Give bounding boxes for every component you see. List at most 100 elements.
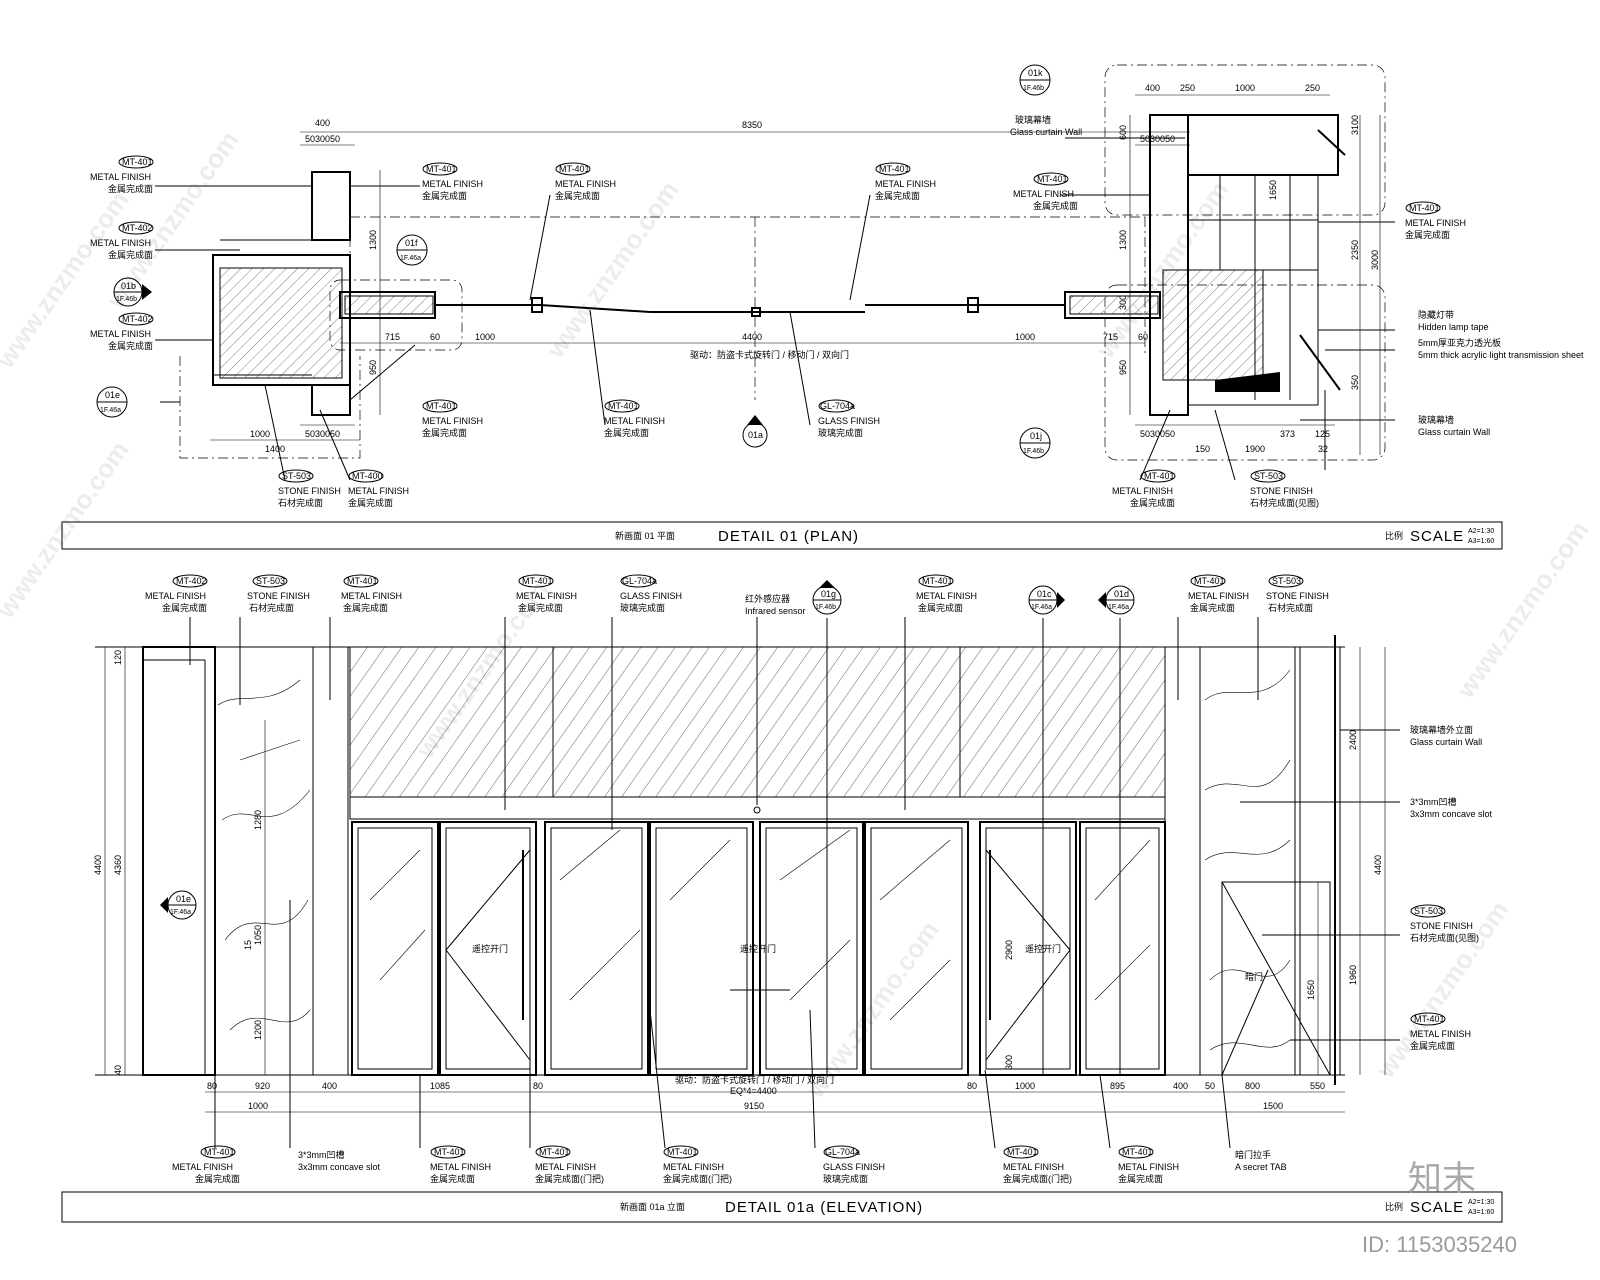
callout-01g[interactable]: 01g 1F.46b (812, 580, 842, 615)
label-cn: 金属完成面 (422, 190, 467, 201)
plan-dimensions (210, 94, 1381, 455)
watermark: www.znzmo.com (540, 175, 685, 364)
plan-label-2: MT-402 METAL FINISH 金属完成面 (90, 221, 154, 260)
callout-01f[interactable]: 01f 1F.46a (396, 234, 428, 266)
plan-note-3: 5mm厚亚克力透光板 5mm thick acrylic light trans… (1418, 337, 1584, 360)
elev-bottom-label-5: MT-401 METAL FINISH 金属完成面(门把) (663, 1145, 732, 1184)
elev-bdim: 1000 (1015, 1081, 1035, 1091)
left-column-plan (212, 171, 436, 416)
label-en: METAL FINISH (1410, 1029, 1471, 1039)
right-metal-column (1164, 646, 1201, 1076)
plan-dim: 5030050 (305, 429, 340, 439)
label-cn: 石材完成面(见图) (1250, 497, 1319, 508)
label-en: METAL FINISH (90, 238, 151, 248)
elev-bottom-label-2: 3*3mm凹槽 3x3mm concave slot (298, 1149, 381, 1172)
label-cn: 金属完成面 (555, 190, 600, 201)
elev-right-note-4: MT-401 METAL FINISH 金属完成面 (1410, 1012, 1471, 1051)
glass-curtain-edge (1299, 646, 1341, 1076)
plan-label-1: MT-401 METAL FINISH 金属完成面 (90, 155, 154, 194)
callout-01a[interactable]: 01a (742, 415, 768, 448)
elev-top-label-4: MT-401 METAL FINISH 金属完成面 (516, 574, 577, 613)
label-cn: 金属完成面 (348, 497, 393, 508)
callout-01k[interactable]: 01k 1F.46b (1019, 64, 1051, 96)
label-cn: 金属完成面(门把) (535, 1173, 604, 1184)
callout-id: 01g (821, 589, 836, 599)
elev-right-note-2: 3*3mm凹槽 3x3mm concave slot (1410, 796, 1493, 819)
label-en: METAL FINISH (422, 179, 483, 189)
plan-scale-a3: A3=1:60 (1468, 538, 1494, 545)
plan-label-13: MT-401 METAL FINISH 金属完成面 (1405, 201, 1466, 240)
door-text: 遥控开门 (740, 943, 776, 954)
callout-01e-elev[interactable]: 01e 1F.46a (160, 890, 197, 920)
plan-label-11: MT-400 METAL FINISH 金属完成面 (348, 469, 409, 508)
note-cn: 5mm厚亚克力透光板 (1418, 337, 1501, 348)
callout-id: 01e (105, 390, 120, 400)
plan-door-note: 驱动：防盗卡式旋转门 / 移动门 / 双向门 (690, 349, 849, 360)
callout-01b[interactable]: 01b 1F.46b (113, 277, 152, 307)
label-cn: 金属完成面 (604, 427, 649, 438)
left-stone-panel (214, 646, 314, 1076)
elev-bottom-label-3: MT-401 METAL FINISH 金属完成面 (430, 1145, 491, 1184)
elev-eq-note: EQ*4=4400 (730, 1086, 777, 1096)
elev-top-label-7: MT-401 METAL FINISH 金属完成面 (1188, 574, 1249, 613)
elevation-scale: SCALE (1410, 1199, 1464, 1216)
label-en: METAL FINISH (1188, 591, 1249, 601)
label-cn: 金属完成面(门把) (663, 1173, 732, 1184)
plan-dim: 1400 (265, 444, 285, 454)
callout-ref: 1F.46a (1031, 604, 1052, 611)
plan-dim: 3000 (1370, 250, 1380, 270)
label-cn: 石材完成面 (278, 497, 323, 508)
callout-id: 01a (748, 430, 763, 440)
plan-region-right-top (1104, 64, 1386, 216)
left-metal-column (312, 646, 349, 1076)
plan-dim: 1300 (1118, 230, 1128, 250)
plan-dim: 300 (1118, 295, 1128, 310)
plan-dim: 3100 (1350, 115, 1360, 135)
elevation-scale-cn: 比例 (1385, 1201, 1403, 1212)
label-tag: MT-401 (347, 576, 378, 586)
callout-ref: 1F.46b (116, 296, 137, 303)
callout-01e-plan[interactable]: 01e 1F.46a (96, 386, 128, 418)
sensor-en: Infrared sensor (745, 606, 806, 616)
label-en: GLASS FINISH (818, 416, 880, 426)
label-tag: MT-401 (539, 1147, 570, 1157)
label-en: METAL FINISH (916, 591, 977, 601)
plan-dim: 1650 (1268, 180, 1278, 200)
elev-bottom-label-9: 暗门拉手 A secret TAB (1235, 1149, 1287, 1172)
elev-dim: 4360 (113, 855, 123, 875)
label-en: METAL FINISH (1118, 1162, 1179, 1172)
elev-bdim2: 1000 (248, 1101, 268, 1111)
right-stone-panel (1199, 646, 1296, 1076)
plan-dim: 373 (1280, 429, 1295, 439)
label-cn: 3*3mm凹槽 (298, 1149, 345, 1160)
label-en: METAL FINISH (1013, 189, 1074, 199)
elev-dim: 4400 (1373, 855, 1383, 875)
label-cn: 金属完成面 (1410, 1040, 1455, 1051)
plan-dim: 950 (1118, 360, 1128, 375)
plan-dim: 5030050 (305, 134, 340, 144)
secret-door[interactable] (1221, 881, 1331, 1076)
label-tag: MT-401 (1414, 1014, 1445, 1024)
elev-top-label-6: MT-401 METAL FINISH 金属完成面 (916, 574, 977, 613)
label-en: METAL FINISH (1112, 486, 1173, 496)
left-pilaster-frame (142, 646, 216, 1076)
note-cn: 3*3mm凹槽 (1410, 796, 1457, 807)
elev-top-label-1: MT-402 METAL FINISH 金属完成面 (145, 574, 208, 613)
elev-sensor-label: 红外感应器 Infrared sensor (745, 593, 806, 616)
label-tag: MT-401 (608, 401, 639, 411)
plan-note-2: 隐藏灯带 Hidden lamp tape (1418, 309, 1489, 332)
label-en: STONE FINISH (1250, 486, 1313, 496)
callout-ref: 1F.46b (1023, 85, 1044, 92)
callout-01c[interactable]: 01c 1F.46a (1028, 585, 1065, 615)
plan-label-4: MT-401 METAL FINISH 金属完成面 (422, 162, 483, 201)
label-tag: MT-401 (667, 1147, 698, 1157)
elev-dim: 4400 (93, 855, 103, 875)
plan-dim: 1300 (368, 230, 378, 250)
callout-id: 01b (121, 281, 136, 291)
callout-01d[interactable]: 01d 1F.46a (1098, 585, 1135, 615)
elev-dim: 1280 (253, 810, 263, 830)
elev-bottom-label-6: GL-704a GLASS FINISH 玻璃完成面 (823, 1145, 885, 1184)
label-tag: MT-401 (426, 401, 457, 411)
callout-01j[interactable]: 01j 1F.46b (1019, 427, 1051, 459)
label-tag: MT-401 (426, 164, 457, 174)
